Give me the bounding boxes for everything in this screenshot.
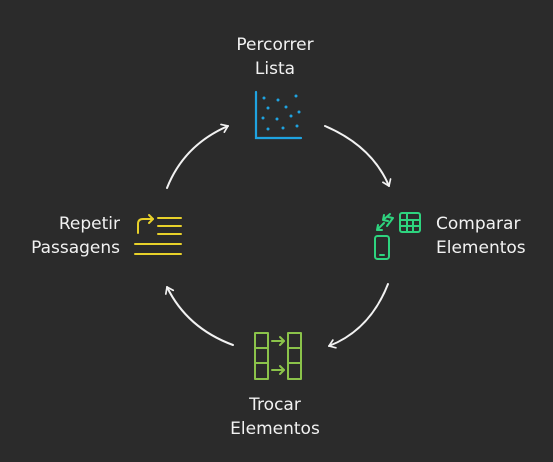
- step-label-trocar-elementos: Trocar Elementos: [205, 393, 345, 441]
- repeat-list-icon: [134, 214, 182, 255]
- arrow-right-to-bottom: [328, 283, 389, 349]
- arrow-left-to-top: [166, 123, 229, 189]
- step-label-line: Repetir: [58, 214, 120, 234]
- step-label-line: Elementos: [230, 419, 320, 439]
- step-label-line: Trocar: [249, 395, 301, 415]
- step-label-line: Passagens: [31, 238, 120, 258]
- scatter-plot-icon: [254, 90, 303, 140]
- step-label-line: Comparar: [436, 214, 521, 234]
- step-label-comparar-elementos: Comparar Elementos: [436, 212, 551, 260]
- step-label-percorrer-lista: Percorrer Lista: [205, 33, 345, 81]
- step-label-line: Percorrer: [236, 35, 314, 55]
- swap-columns-icon: [254, 332, 302, 380]
- arrow-bottom-to-left: [164, 286, 234, 346]
- compare-devices-icon: [374, 212, 421, 260]
- step-label-line: Lista: [254, 59, 296, 79]
- step-label-repetir-passagens: Repetir Passagens: [2, 212, 120, 260]
- arrow-top-to-right: [324, 125, 392, 187]
- step-label-line: Elementos: [436, 238, 526, 258]
